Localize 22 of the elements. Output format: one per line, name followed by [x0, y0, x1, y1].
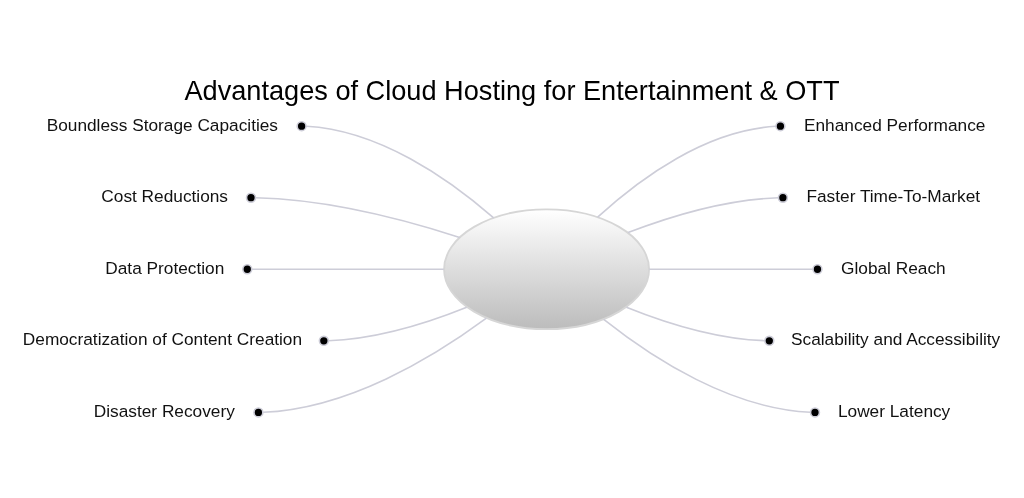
connector: [245, 191, 461, 238]
node-text: Global Reach: [841, 257, 946, 278]
connector: [627, 191, 789, 233]
diagram-title: Advantages of Cloud Hosting for Entertainment & OTT: [184, 74, 840, 106]
connector: [242, 263, 445, 274]
connector: [253, 316, 488, 418]
connector: [602, 318, 821, 418]
node-cloud: [443, 207, 650, 330]
node-text: Faster Time-To-Market: [806, 185, 981, 206]
connector: [318, 305, 468, 346]
node-text: Lower Latency: [837, 400, 951, 421]
node-text: Disaster Recovery: [93, 400, 235, 421]
node-text: Data Protection: [105, 257, 225, 278]
node-text: Democratization of Content Creation: [22, 328, 303, 349]
node-text: Enhanced Performance: [804, 114, 986, 135]
node-text: Scalability and Accessibility: [791, 328, 1001, 349]
connector: [596, 120, 786, 218]
node-text: Cost Reductions: [101, 185, 229, 206]
connector: [296, 120, 495, 219]
connector: [625, 305, 775, 346]
connector: [648, 263, 823, 274]
node-text: Boundless Storage Capacities: [46, 114, 279, 135]
